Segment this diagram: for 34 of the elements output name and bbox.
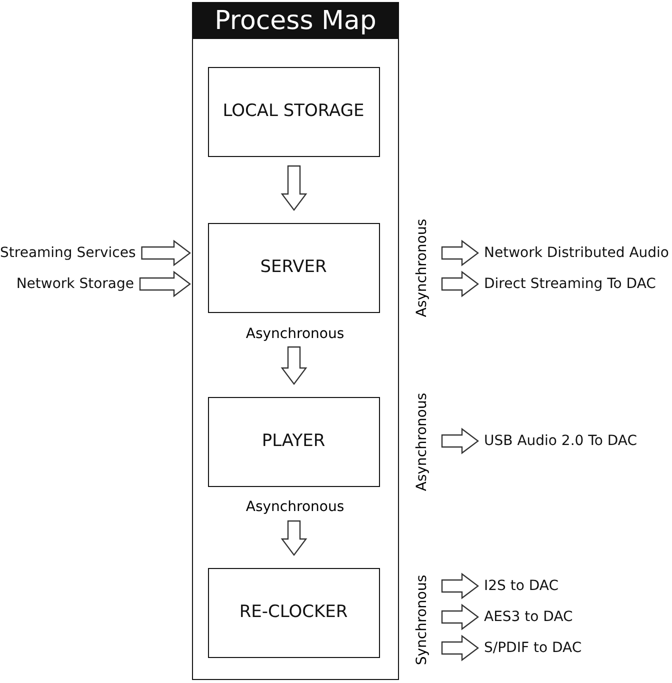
output-label: Streaming Services [0, 245, 136, 261]
output-label: Network Distributed Audio [484, 245, 669, 261]
block-arrow [441, 572, 479, 600]
process-panel [192, 2, 399, 680]
box-label: RE-CLOCKER [238, 601, 349, 624]
output-label: Direct Streaming To DAC [484, 276, 656, 292]
block-arrow [441, 240, 479, 266]
block-arrow [280, 165, 308, 211]
block-arrow [441, 270, 479, 298]
output-label: Network Storage [16, 276, 134, 292]
process-box [208, 396, 380, 486]
mode-label: Asynchronous [414, 392, 430, 492]
process-box [208, 66, 380, 156]
block-arrow [139, 270, 191, 298]
mode-label: Synchronous [414, 574, 430, 666]
process-box [208, 568, 380, 658]
box-label: PLAYER [260, 430, 326, 453]
process-box [208, 222, 380, 312]
mode-label: Asynchronous [414, 218, 430, 318]
output-label: AES3 to DAC [484, 609, 573, 625]
edge-label: Asynchronous [244, 499, 346, 515]
panel-header: Process Map [193, 3, 398, 39]
block-arrow [441, 428, 479, 454]
output-label: S/PDIF to DAC [484, 640, 582, 656]
block-arrow [280, 346, 308, 385]
box-label: SERVER [259, 256, 328, 279]
output-label: I2S to DAC [484, 578, 559, 594]
block-arrow [141, 240, 191, 266]
box-label: LOCAL STORAGE [222, 100, 366, 123]
block-arrow [441, 634, 479, 662]
edge-label: Asynchronous [244, 326, 346, 342]
output-label: USB Audio 2.0 To DAC [484, 433, 637, 449]
block-arrow [280, 520, 308, 556]
block-arrow [441, 604, 479, 630]
